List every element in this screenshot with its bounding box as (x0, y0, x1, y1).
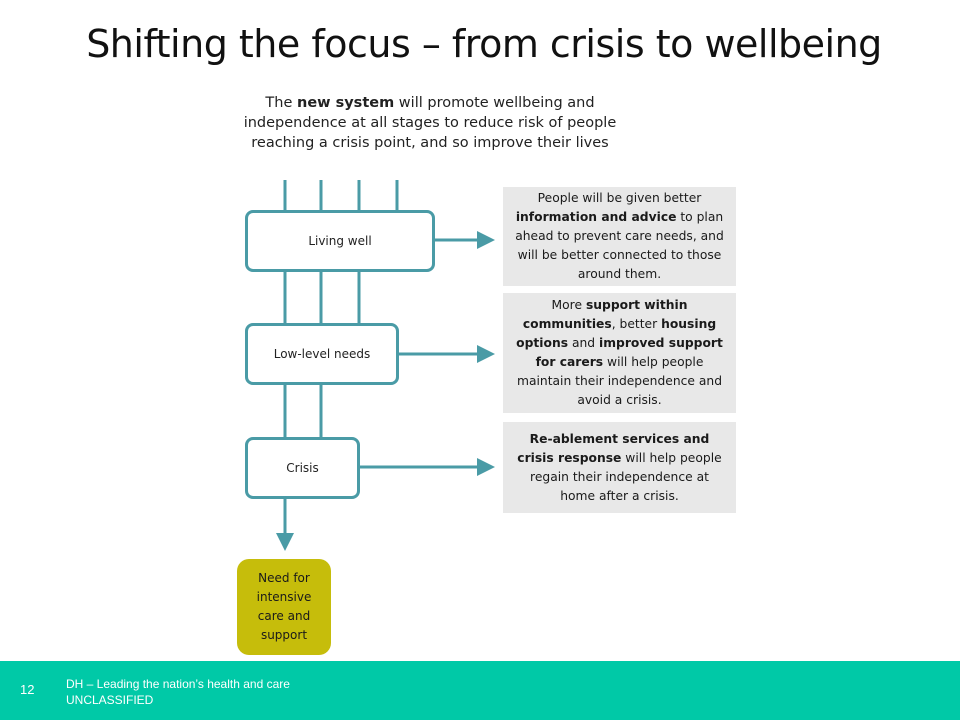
info-text: More support within communities, better … (511, 296, 728, 410)
info-text-bold: Re-ablement services and crisis response (517, 431, 710, 465)
outcome-label: Need for intensive care and support (256, 571, 312, 642)
info-box-low-level: More support within communities, better … (503, 293, 736, 413)
info-text-part: More (551, 298, 586, 312)
info-text-bold: support within communities (522, 298, 688, 331)
info-text-bold: housing options (516, 317, 717, 350)
info-box-crisis: Re-ablement services and crisis response… (503, 422, 736, 513)
footer-line-2: UNCLASSIFIED (66, 693, 154, 707)
info-text-part: will help people regain their independen… (530, 450, 722, 503)
stage-crisis: Crisis (245, 437, 360, 499)
footer-band: 12 DH – Leading the nation’s health and … (0, 661, 960, 720)
outcome-intensive-care: Need for intensive care and support (237, 559, 331, 655)
stage-label: Living well (308, 234, 372, 248)
intro-bold: new system (297, 95, 395, 111)
info-text-part: to plan ahead to prevent care needs, and… (515, 210, 724, 281)
info-text-part: will help people maintain their independ… (516, 355, 723, 407)
stage-low-level-needs: Low-level needs (245, 323, 399, 385)
info-text-bold: information and advice (515, 210, 677, 224)
stage-label: Crisis (286, 461, 319, 475)
footer-line-1: DH – Leading the nation’s health and car… (66, 677, 290, 691)
stage-label: Low-level needs (273, 347, 371, 361)
intro-suffix: will promote wellbeing and independence … (243, 95, 617, 151)
info-text-part: , better (611, 317, 662, 331)
info-text-part: and (568, 336, 599, 350)
info-text-bold: improved support for carers (535, 336, 723, 369)
info-text-part: People will be given better (537, 191, 702, 205)
slide-title: Shifting the focus – from crisis to well… (86, 22, 882, 66)
intro-text: The new system will promote wellbeing an… (225, 93, 635, 153)
info-text: Re-ablement services and crisis response… (511, 430, 728, 506)
info-box-living-well: People will be given better information … (503, 187, 736, 286)
stage-living-well: Living well (245, 210, 435, 272)
intro-prefix: The (265, 95, 297, 111)
page-number: 12 (20, 682, 35, 697)
info-text: People will be given better information … (511, 189, 728, 284)
